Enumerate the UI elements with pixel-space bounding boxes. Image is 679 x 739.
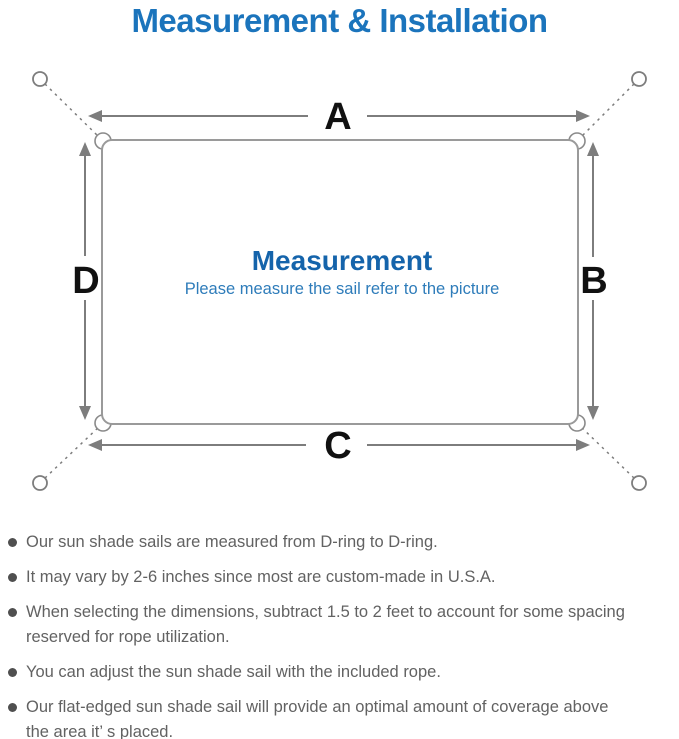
list-item: You can adjust the sun shade sail with t… xyxy=(8,660,673,685)
arrow-head-bottom-icon xyxy=(587,406,599,420)
bullet-icon xyxy=(8,608,17,617)
tether-line-bottom-left xyxy=(44,424,102,479)
arrow-head-left-icon xyxy=(88,439,102,451)
anchor-points xyxy=(32,71,647,491)
note-text: You can adjust the sun shade sail with t… xyxy=(26,663,441,681)
note-text: Our flat-edged sun shade sail will provi… xyxy=(26,698,609,739)
sail-outline xyxy=(101,139,579,425)
dimension-label-a: A xyxy=(324,96,351,138)
anchor-ring-top-left-icon xyxy=(32,71,48,87)
arrow-head-right-icon xyxy=(576,439,590,451)
arrow-head-top-icon xyxy=(587,142,599,156)
tether-line-bottom-right xyxy=(578,424,635,479)
note-text: When selecting the dimensions, subtract … xyxy=(26,603,625,646)
tether-line-top-right xyxy=(578,83,635,140)
list-item: Our flat-edged sun shade sail will provi… xyxy=(8,695,673,739)
arrow-head-right-icon xyxy=(576,110,590,122)
list-item: It may vary by 2-6 inches since most are… xyxy=(8,565,673,590)
dimension-arrow-d: D xyxy=(72,142,100,420)
tether-line-top-left xyxy=(44,83,102,140)
page-title: Measurement & Installation xyxy=(131,2,548,39)
dimension-label-b: B xyxy=(580,260,607,302)
dimension-label-d: D xyxy=(72,260,99,302)
note-text: It may vary by 2-6 inches since most are… xyxy=(26,568,496,586)
notes-list: Our sun shade sails are measured from D-… xyxy=(0,530,679,739)
dimension-arrow-a: A xyxy=(88,96,590,138)
list-item: Our sun shade sails are measured from D-… xyxy=(8,530,673,555)
dimension-arrow-b: B xyxy=(580,142,608,420)
anchor-ring-top-right-icon xyxy=(631,71,647,87)
dimension-label-c: C xyxy=(324,425,351,467)
anchor-ring-bottom-left-icon xyxy=(32,475,48,491)
list-item: When selecting the dimensions, subtract … xyxy=(8,600,673,650)
arrow-head-left-icon xyxy=(88,110,102,122)
dimension-arrow-c: C xyxy=(88,425,590,467)
bullet-icon xyxy=(8,668,17,677)
diagram-center-title: Measurement xyxy=(252,245,433,276)
anchor-ring-bottom-right-icon xyxy=(631,475,647,491)
bullet-icon xyxy=(8,538,17,547)
arrow-head-bottom-icon xyxy=(79,406,91,420)
note-text: Our sun shade sails are measured from D-… xyxy=(26,533,438,551)
arrow-head-top-icon xyxy=(79,142,91,156)
bullet-icon xyxy=(8,703,17,712)
diagram-center-subtitle: Please measure the sail refer to the pic… xyxy=(185,280,500,298)
tether-lines xyxy=(44,83,635,479)
measurement-diagram: A C D B Measurement Please meas xyxy=(32,71,647,491)
bullet-icon xyxy=(8,573,17,582)
